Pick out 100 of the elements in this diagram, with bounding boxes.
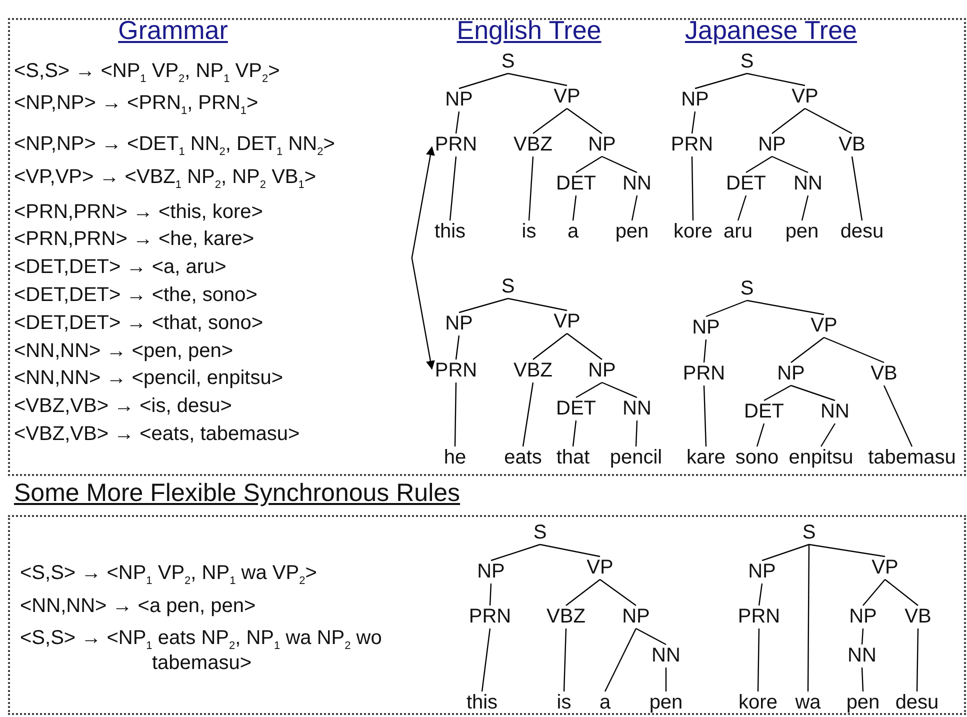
grammar-rule: <NP,NP> → <PRN$_{1}$, PRN$_{1}$> <box>14 91 258 116</box>
tree-branch <box>801 195 809 221</box>
constituent-label: VBZ <box>514 134 552 156</box>
tree-branch <box>764 384 792 402</box>
grammar-rule: <NN,NN> → <pen, pen> <box>14 339 234 364</box>
tree-branch <box>706 300 748 318</box>
constituent-label: S <box>802 522 816 544</box>
tree-branch <box>572 195 577 221</box>
tree-branch <box>449 156 457 221</box>
leaf-word: a <box>567 222 579 242</box>
grammar-rule: <NP,NP> → <DET$_{1}$ NN$_{2}$, DET$_{1}$ NN$_{2}$> <box>14 132 335 157</box>
grammar-rule: <S,S> → <NP$_{1}$ eats NP$_{2}$, NP$_{1}$ wa NP$_{2}$ wo tabemasu> <box>20 626 383 676</box>
leaf-word: this <box>466 692 498 714</box>
tree-branch <box>883 385 913 447</box>
tree-branch <box>576 382 602 398</box>
tree-branch <box>600 579 636 606</box>
constituent-label: NN <box>622 398 652 420</box>
grammar-rule: <S,S> → <NP$_{1}$ VP$_{2}$, NP$_{1}$ wa VP$_{2}$> <box>20 561 317 586</box>
tree-branch <box>746 156 772 174</box>
grammar-rule: <PRN,PRN> → <this, kore> <box>14 200 263 225</box>
leaf-word: wa <box>795 692 821 714</box>
constituent-label: NP <box>588 134 616 156</box>
tree-branch <box>528 156 534 221</box>
leaf-word: desu <box>840 222 884 242</box>
constituent-label: VP <box>792 86 818 108</box>
grammar-rule: <VP,VP> → <VBZ$_{1}$ NP$_{2}$, NP$_{2}$ VB$_{1}$> <box>14 165 316 190</box>
tree-branch <box>563 628 567 692</box>
tree-branch <box>804 108 852 134</box>
leaf-word: enpitsu <box>788 448 854 468</box>
tree-branch <box>602 382 638 398</box>
tree-branch <box>455 111 460 134</box>
constituent-label: NN <box>652 646 680 666</box>
leaf-word: desu <box>895 692 939 714</box>
tree-branch <box>566 579 600 606</box>
tree-branch <box>604 628 637 692</box>
constituent-label: NP <box>588 360 616 382</box>
constituent-label: VB <box>870 364 898 384</box>
tree-branch <box>808 544 886 558</box>
tree-branch <box>572 420 577 447</box>
tree-branch <box>576 156 602 174</box>
constituent-label: NP <box>748 562 776 582</box>
section-heading: Japanese Tree <box>685 14 857 46</box>
tree-branch <box>757 628 760 692</box>
constituent-label: VBZ <box>546 606 586 628</box>
tree-branch <box>916 628 919 692</box>
leaf-word: kore <box>738 692 778 714</box>
tree-branch <box>790 384 836 402</box>
grammar-rule: <DET,DET> → <the, sono> <box>14 283 258 308</box>
constituent-label: PRN <box>670 134 714 156</box>
tree-branch <box>772 156 808 174</box>
tree-branch <box>481 628 491 692</box>
constituent-label: NP <box>445 90 473 110</box>
tree-branch <box>737 195 747 221</box>
tree-branch <box>790 337 824 363</box>
tree-branch <box>631 195 638 221</box>
tree-branch <box>490 544 540 562</box>
constituent-label: NP <box>445 314 473 334</box>
constituent-label: PRN <box>434 360 478 382</box>
tree-branch <box>862 579 886 606</box>
grammar-rule: <DET,DET> → <a, aru> <box>14 255 226 280</box>
leaf-word: a <box>599 692 611 714</box>
grammar-rule: <VBZ,VB> → <eats, tabemasu> <box>14 422 300 447</box>
constituent-label: PRN <box>434 134 478 156</box>
tree-branch <box>665 668 667 692</box>
constituent-label: PRN <box>468 606 512 628</box>
tree-branch <box>703 385 707 447</box>
constituent-label: NN <box>622 174 652 194</box>
leaf-word: aru <box>724 222 752 242</box>
constituent-label: PRN <box>682 364 726 384</box>
tree-branch <box>508 298 568 312</box>
tree-branch <box>566 108 602 134</box>
tree-branch <box>636 628 666 646</box>
leaf-word: pen <box>649 692 683 714</box>
tree-branch <box>691 111 696 134</box>
tree-branch <box>820 423 836 447</box>
tree-branch <box>691 156 694 221</box>
leaf-word: this <box>434 222 466 242</box>
constituent-label: NP <box>777 364 805 384</box>
tree-branch <box>884 579 918 606</box>
tree-branch <box>540 544 600 558</box>
tree-branch <box>861 667 864 692</box>
grammar-rule: <NN,NN> → <a pen, pen> <box>20 594 256 619</box>
constituent-label: VBZ <box>514 360 552 382</box>
tree-branch <box>746 72 806 86</box>
dotted-panel <box>8 18 966 476</box>
constituent-label: NP <box>758 134 786 156</box>
constituent-label: NP <box>692 318 720 338</box>
leaf-word: eats <box>504 448 542 468</box>
constituent-label: NP <box>849 606 877 628</box>
tree-branch <box>756 423 765 447</box>
tree-branch <box>703 339 707 363</box>
grammar-rule: <NN,NN> → <pencil, enpitsu> <box>14 366 284 391</box>
tree-branch <box>861 628 864 645</box>
tree-branch <box>746 300 824 316</box>
constituent-label: NN <box>848 646 876 666</box>
constituent-label: NN <box>794 174 822 194</box>
constituent-label: VP <box>586 558 614 578</box>
tree-branch <box>489 583 492 606</box>
tree-branch <box>532 333 568 360</box>
constituent-label: S <box>740 52 754 72</box>
